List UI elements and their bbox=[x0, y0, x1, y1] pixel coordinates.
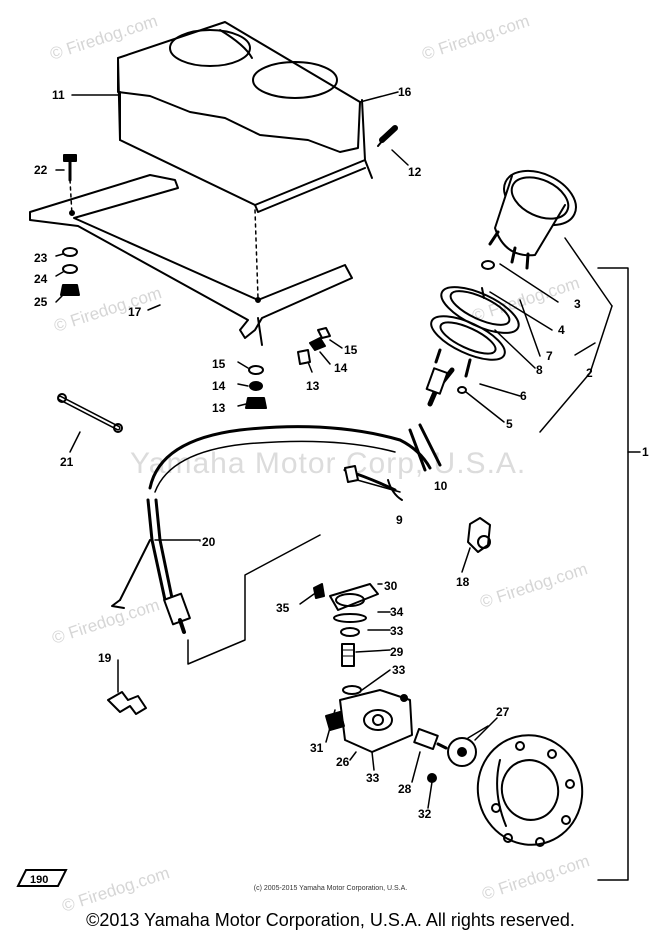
callout-2: 2 bbox=[586, 366, 593, 380]
speedometer-cable bbox=[148, 423, 442, 501]
callout-33c: 33 bbox=[366, 771, 380, 785]
callout-26: 26 bbox=[336, 755, 350, 769]
callout-15: 15 bbox=[212, 357, 226, 371]
callout-22: 22 bbox=[34, 163, 48, 177]
callout-33b: 33 bbox=[392, 663, 406, 677]
callout-25: 25 bbox=[34, 295, 48, 309]
meter-bezel bbox=[425, 286, 520, 407]
callout-23: 23 bbox=[34, 251, 48, 265]
part-18 bbox=[467, 517, 491, 553]
callout-28: 28 bbox=[398, 782, 412, 796]
callouts: 11 16 12 22 23 24 25 17 15 14 13 13 14 1… bbox=[34, 85, 649, 821]
callout-3: 3 bbox=[574, 297, 581, 311]
footer-copyright: ©2013 Yamaha Motor Corporation, U.S.A. A… bbox=[86, 910, 575, 930]
callout-14b: 14 bbox=[334, 361, 348, 375]
callout-21: 21 bbox=[60, 455, 74, 469]
logo-text: 190 bbox=[30, 874, 48, 886]
callout-leaders bbox=[55, 91, 498, 809]
meter-bracket bbox=[29, 174, 353, 346]
leader-lines-right bbox=[465, 237, 613, 433]
part-19 bbox=[107, 691, 147, 715]
footer-small-copyright: (c) 2005-2015 Yamaha Motor Corporation, … bbox=[253, 885, 408, 892]
callout-33: 33 bbox=[390, 624, 404, 638]
leader-lines-lower bbox=[154, 534, 321, 665]
callout-10: 10 bbox=[434, 479, 448, 493]
speedometer bbox=[481, 169, 577, 270]
watermark-center: Yamaha Motor Corp, U.S.A. bbox=[130, 447, 527, 480]
callout-6: 6 bbox=[520, 389, 527, 403]
callout-35: 35 bbox=[276, 601, 290, 615]
callout-13b: 13 bbox=[306, 379, 320, 393]
callout-31: 31 bbox=[310, 741, 324, 755]
washers-middle bbox=[245, 327, 331, 409]
callout-9: 9 bbox=[396, 513, 403, 527]
callout-18: 18 bbox=[456, 575, 470, 589]
callout-29: 29 bbox=[390, 645, 404, 659]
callout-12: 12 bbox=[408, 165, 422, 179]
callout-15b: 15 bbox=[344, 343, 358, 357]
callout-32: 32 bbox=[418, 807, 432, 821]
meter-housing-cover bbox=[117, 21, 373, 213]
part-21 bbox=[57, 393, 123, 433]
callout-19: 19 bbox=[98, 651, 112, 665]
callout-27: 27 bbox=[496, 705, 510, 719]
callout-4: 4 bbox=[558, 323, 565, 337]
callout-24: 24 bbox=[34, 272, 48, 286]
cable-20 bbox=[111, 498, 191, 634]
callout-11: 11 bbox=[52, 88, 65, 102]
bolt-22 bbox=[63, 154, 77, 182]
callout-20: 20 bbox=[202, 535, 216, 549]
callout-16: 16 bbox=[398, 85, 412, 99]
yamaha-page-logo: 190 bbox=[16, 869, 68, 887]
callout-8: 8 bbox=[536, 363, 543, 377]
bolt-12 bbox=[377, 125, 398, 147]
callout-1: 1 bbox=[642, 445, 649, 459]
wheel-hub bbox=[476, 734, 584, 847]
callout-5: 5 bbox=[506, 417, 513, 431]
callout-30: 30 bbox=[384, 579, 398, 593]
callout-14: 14 bbox=[212, 379, 226, 393]
callout-17: 17 bbox=[128, 305, 142, 319]
callout-7: 7 bbox=[546, 349, 553, 363]
drive-gear bbox=[413, 725, 489, 783]
washers-left bbox=[60, 247, 80, 296]
callout-13: 13 bbox=[212, 401, 226, 415]
assembly-bracket-1 bbox=[597, 267, 641, 881]
gear-housing bbox=[313, 583, 413, 753]
callout-34: 34 bbox=[390, 605, 404, 619]
